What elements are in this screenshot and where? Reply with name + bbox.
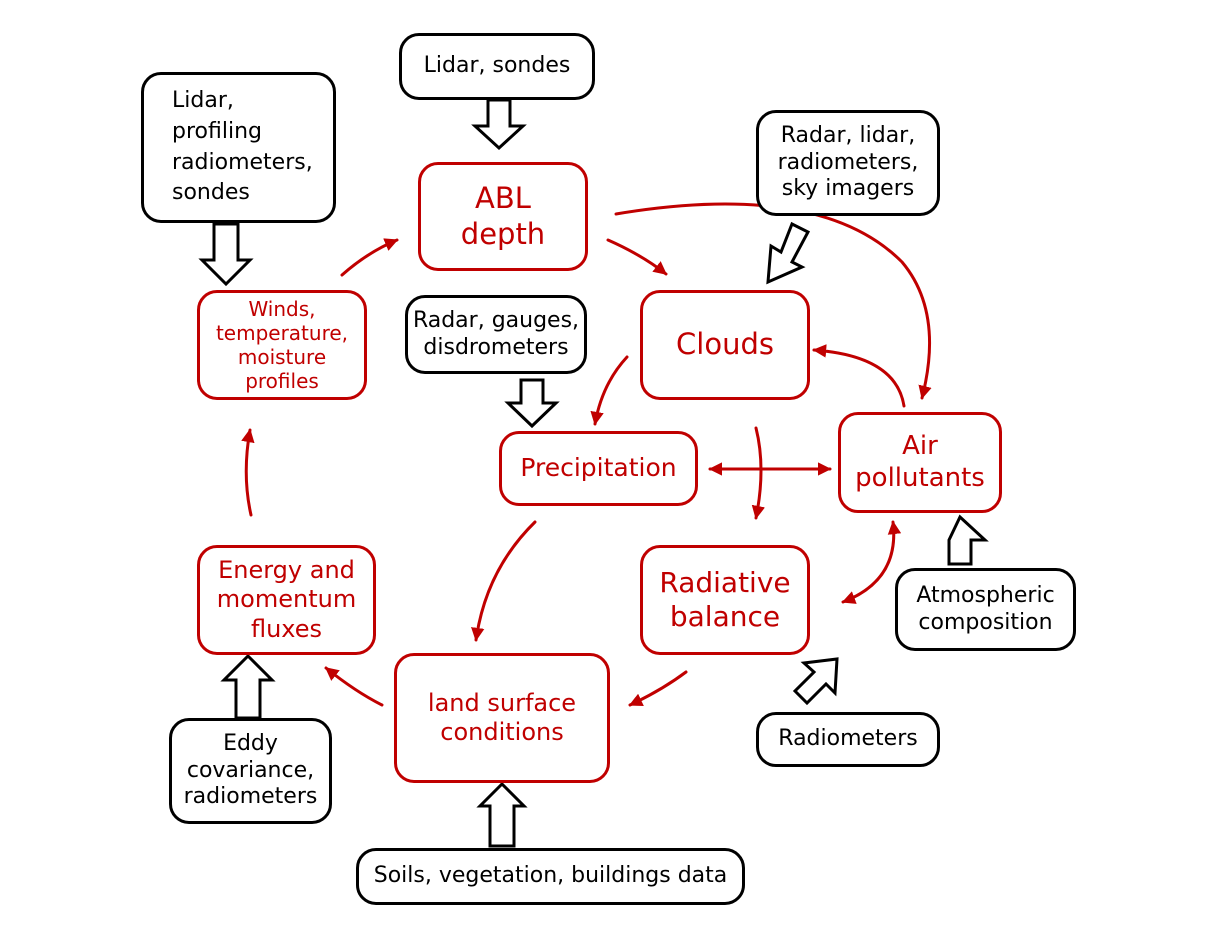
arrow-abl-to-air-pollutants — [614, 202, 932, 400]
instrument-box-soils: Soils, vegetation, buildings data — [356, 848, 745, 905]
hollow-arrow-radar-lidar — [766, 221, 811, 285]
instrument-label: Atmospheric — [916, 582, 1055, 608]
process-label: balance — [669, 600, 781, 633]
instrument-label: Lidar, sondes — [423, 53, 571, 79]
hollow-arrow-radiometers — [792, 657, 839, 706]
instrument-box-eddy: Eddy covariance, radiometers — [169, 718, 332, 824]
process-box-energy-fluxes: Energy and momentum fluxes — [197, 545, 376, 655]
process-box-abl-depth: ABL depth — [418, 162, 588, 271]
process-label: land surface — [427, 688, 577, 717]
instrument-box-lidar-sondes: Lidar, sondes — [399, 33, 595, 100]
process-label: profiles — [245, 369, 319, 393]
instrument-box-atmospheric: Atmospheric composition — [895, 568, 1076, 651]
instrument-label: composition — [918, 609, 1053, 635]
process-box-precipitation: Precipitation — [499, 431, 698, 506]
process-label: ABL — [475, 181, 531, 216]
arrow-land-to-energy — [324, 666, 384, 707]
instrument-label: radiometers, — [172, 149, 313, 175]
hollow-arrow-soils — [476, 781, 528, 848]
process-box-winds-profiles: Winds, temperature, moisture profiles — [197, 290, 367, 400]
arrow-clouds-to-radiative — [751, 426, 765, 520]
arrow-clouds-to-precipitation — [590, 355, 629, 426]
hollow-arrow-lidar-profiling — [198, 222, 254, 287]
instrument-box-radar-gauges: Radar, gauges, disdrometers — [405, 295, 587, 374]
hollow-arrow-atmospheric — [947, 514, 989, 566]
arrow-winds-to-abl — [340, 238, 399, 277]
process-label: Air — [902, 430, 938, 461]
process-label: fluxes — [250, 614, 323, 643]
process-box-clouds: Clouds — [640, 290, 810, 400]
instrument-label: radiometers, — [777, 149, 919, 175]
instrument-label: profiling — [172, 118, 262, 144]
process-label: Clouds — [676, 327, 774, 362]
instrument-label: disdrometers — [423, 334, 569, 360]
arrow-energy-to-winds — [241, 428, 255, 517]
process-label: depth — [460, 216, 546, 251]
instrument-label: radiometers — [183, 784, 318, 810]
instrument-label: Lidar, — [172, 87, 234, 113]
process-label: Energy and — [218, 556, 355, 585]
hollow-arrow-lidar-sondes — [471, 98, 527, 151]
arrow-precipitation-to-land — [471, 520, 537, 642]
instrument-label: covariance, — [186, 757, 315, 783]
process-label: pollutants — [855, 462, 985, 493]
process-label: momentum — [216, 585, 357, 614]
hollow-arrow-radar-gauges — [504, 378, 560, 429]
process-box-air-pollutants: Air pollutants — [838, 412, 1002, 513]
instrument-label: Radar, lidar, — [780, 122, 916, 148]
instrument-label: sky imagers — [781, 176, 915, 202]
process-box-land-surface: land surface conditions — [394, 653, 610, 783]
instrument-box-lidar-profiling: Lidar, profiling radiometers, sondes — [141, 72, 336, 223]
instrument-box-radar-lidar: Radar, lidar, radiometers, sky imagers — [756, 110, 940, 216]
process-label: temperature, — [215, 321, 349, 345]
process-label: Winds, — [248, 297, 316, 321]
hollow-arrow-eddy — [220, 653, 276, 720]
instrument-label: Radar, gauges, — [412, 307, 580, 333]
instrument-label: Eddy — [223, 730, 278, 756]
instrument-label: sondes — [172, 180, 250, 206]
arrow-air-pollutants-to-clouds — [812, 344, 906, 408]
instrument-box-radiometers: Radiometers — [756, 712, 940, 767]
process-label: moisture — [237, 345, 327, 369]
arrow-radiative-to-land — [628, 670, 688, 707]
arrow-abl-to-clouds — [606, 238, 668, 276]
process-label: conditions — [440, 718, 564, 746]
process-box-radiative-balance: Radiative balance — [640, 545, 810, 655]
instrument-label: Soils, vegetation, buildings data — [373, 863, 728, 889]
arrow-radiative-air-pollutants — [841, 520, 902, 604]
instrument-label: Radiometers — [778, 726, 918, 752]
process-label: Radiative — [659, 565, 791, 599]
process-label: Precipitation — [520, 453, 677, 483]
